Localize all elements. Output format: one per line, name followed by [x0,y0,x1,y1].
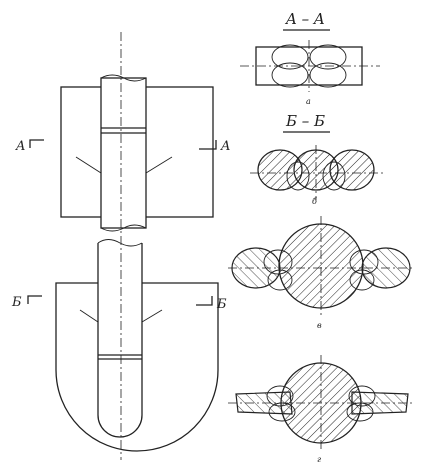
svg-text:A: A [220,139,230,154]
section-bb-title: Б – Б [285,112,325,130]
section-aa-title: A – A [284,10,325,28]
label-view-g: г [317,455,321,464]
cut-marker-a-right: A [199,139,230,154]
svg-text:A: A [15,139,25,154]
label-view-v: в [317,321,322,330]
label-view-a: а [306,97,311,106]
section-a-view: а [240,40,380,106]
upper-rod [100,77,147,229]
svg-text:Б: Б [216,297,227,312]
section-b-view: б [250,145,385,206]
cut-marker-b-right: Б [196,296,227,312]
label-view-b: б [312,197,317,206]
svg-text:Б: Б [11,295,22,310]
cut-marker-b-left: Б [11,295,42,310]
front-view [55,32,219,460]
lower-block [55,282,219,452]
section-v-view: в [228,216,412,330]
cut-marker-a-left: A [15,139,44,154]
section-g-view: г [228,355,412,464]
lower-rod [97,243,143,438]
